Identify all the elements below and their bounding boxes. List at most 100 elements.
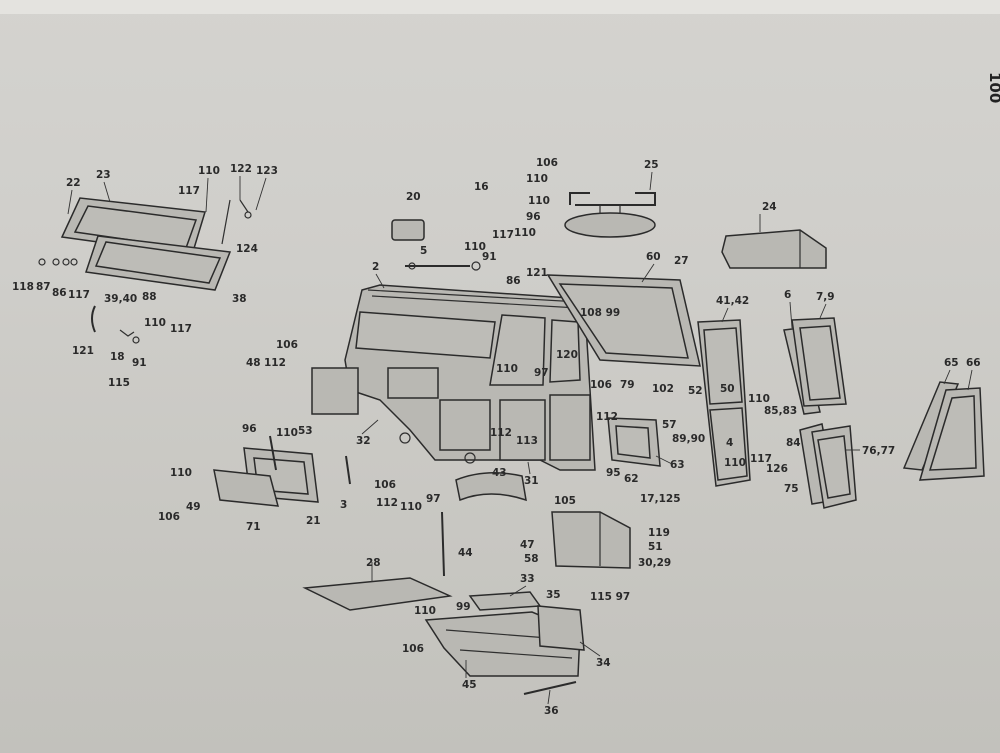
part-windshield — [546, 274, 701, 367]
part-quarter-window-65 — [902, 381, 985, 481]
callout: 110 — [170, 467, 192, 479]
callout: 112 — [490, 427, 512, 439]
callout: 110 — [276, 427, 298, 439]
callout: 106 — [402, 643, 424, 655]
callout: 30,29 — [638, 557, 671, 569]
callout: 106 — [374, 479, 396, 491]
callout: 122 — [230, 163, 252, 175]
callout: 124 — [236, 243, 258, 255]
callout: 17,125 — [640, 493, 681, 505]
callout: 44 — [458, 547, 473, 559]
part-rod — [405, 261, 481, 271]
callout: 112 — [376, 497, 398, 509]
callout: 34 — [596, 657, 611, 669]
callout: 117 — [492, 229, 514, 241]
callout: 106 — [276, 339, 298, 351]
page-number: 100 — [986, 72, 1000, 103]
callout: 118 — [12, 281, 34, 293]
callout: 23 — [96, 169, 111, 181]
callout-labels: 22 23 110 117 122 123 124 118 87 86 117 … — [12, 157, 981, 717]
part-panel-21 — [213, 435, 351, 507]
callout: 38 — [232, 293, 247, 305]
part-window-75 — [799, 423, 857, 509]
callout: 113 — [516, 435, 538, 447]
callout: 117 — [68, 289, 90, 301]
callout: 28 — [366, 557, 381, 569]
callout: 115 — [108, 377, 130, 389]
part-floor-frame — [424, 605, 585, 677]
callout: 65 — [944, 357, 959, 369]
callout: 52 — [688, 385, 703, 397]
callout: 96 — [242, 423, 257, 435]
callout: 32 — [356, 435, 371, 447]
callout: 50 — [720, 383, 735, 395]
callout: 45 — [462, 679, 477, 691]
callout: 108 99 — [580, 307, 620, 319]
callout: 91 — [132, 357, 147, 369]
callout: 60 — [646, 251, 661, 263]
callout: 39,40 — [104, 293, 137, 305]
callout: 110 — [748, 393, 770, 405]
leader-lines — [67, 171, 973, 705]
callout: 2 — [372, 261, 379, 273]
callout: 24 — [762, 201, 777, 213]
callout: 71 — [246, 521, 261, 533]
callout: 110 — [724, 457, 746, 469]
callout: 121 — [526, 267, 548, 279]
part-strip-36 — [523, 681, 577, 695]
callout: 43 — [492, 467, 507, 479]
part-small-hardware-left — [38, 258, 140, 344]
callout: 48 — [246, 357, 261, 369]
callout: 89,90 — [672, 433, 705, 445]
callout: 35 — [546, 589, 561, 601]
callout: 7,9 — [816, 291, 835, 303]
callout: 88 — [142, 291, 157, 303]
callout: 36 — [544, 705, 559, 717]
callout: 79 — [620, 379, 635, 391]
callout: 110 — [496, 363, 518, 375]
callout: 97 — [426, 493, 441, 505]
callout: 20 — [406, 191, 421, 203]
callout: 87 — [36, 281, 51, 293]
callout: 41,42 — [716, 295, 749, 307]
part-handle-25 — [564, 192, 656, 238]
callout: 99 — [456, 601, 471, 613]
part-floor-mat — [302, 577, 542, 611]
callout: 6 — [784, 289, 791, 301]
callout: 95 — [606, 467, 621, 479]
callout: 31 — [524, 475, 539, 487]
part-panel-63 — [607, 417, 661, 467]
callout: 96 — [526, 211, 541, 223]
callout: 4 — [726, 437, 733, 449]
part-rear-window-frame — [60, 197, 252, 291]
callout: 110 — [528, 195, 550, 207]
callout: 110 — [198, 165, 220, 177]
callout: 18 — [110, 351, 125, 363]
callout: 57 — [662, 419, 677, 431]
callout: 3 — [340, 499, 347, 511]
callout: 110 — [526, 173, 548, 185]
callout: 123 — [256, 165, 278, 177]
callout: 66 — [966, 357, 981, 369]
callout: 5 — [420, 245, 427, 257]
callout: 22 — [66, 177, 81, 189]
callout: 47 — [520, 539, 535, 551]
callout: 110 — [144, 317, 166, 329]
callout: 76,77 — [862, 445, 895, 457]
callout: 25 — [644, 159, 659, 171]
callout: 112 — [596, 411, 618, 423]
part-cab-body — [311, 284, 596, 471]
callout: 33 — [520, 573, 535, 585]
callout: 121 — [72, 345, 94, 357]
callout: 106 — [590, 379, 612, 391]
part-mirror — [391, 219, 425, 241]
part-side-window-6 — [783, 317, 847, 415]
callout: 91 — [482, 251, 497, 263]
part-roof-box — [721, 229, 827, 269]
callout: 49 — [186, 501, 201, 513]
callout: 106 — [536, 157, 558, 169]
callout: 51 — [648, 541, 663, 553]
callout: 53 — [298, 425, 313, 437]
callout: 117 — [750, 453, 772, 465]
